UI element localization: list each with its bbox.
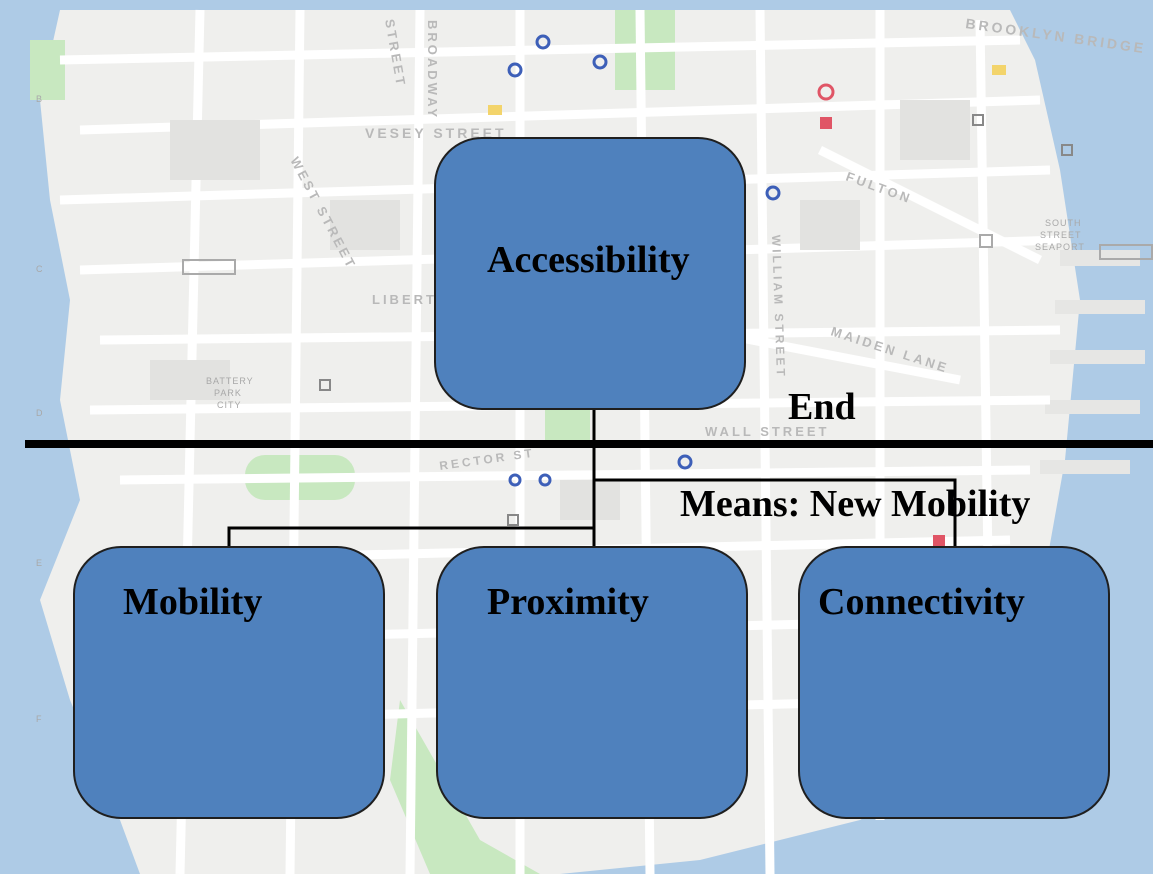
node-accessibility-label: Accessibility bbox=[487, 239, 690, 281]
grid-label-e: E bbox=[36, 558, 43, 568]
info-icon bbox=[979, 234, 993, 248]
map-label-vesey-street: VESEY STREET bbox=[365, 125, 507, 141]
map-markers bbox=[182, 34, 1153, 547]
subway-icon bbox=[538, 473, 552, 487]
connector-mobility bbox=[227, 526, 594, 548]
piers bbox=[1040, 250, 1145, 474]
grid-label-b: B bbox=[36, 94, 43, 104]
subway-icon bbox=[508, 473, 522, 487]
node-proximity bbox=[436, 546, 748, 819]
subway-icon bbox=[535, 34, 551, 50]
subway-icon bbox=[592, 54, 608, 70]
map-label-broadway: BROADWAY bbox=[425, 20, 440, 120]
map-label-wall-street: WALL STREET bbox=[705, 424, 829, 439]
museum-icon bbox=[182, 259, 236, 275]
hospital-icon bbox=[817, 83, 835, 101]
node-connectivity bbox=[798, 546, 1110, 819]
end-label: End bbox=[788, 386, 856, 428]
map-label-william-street: WILLIAM STREET bbox=[769, 235, 788, 379]
map-label-liberty: LIBERTY bbox=[372, 292, 449, 307]
hospital-icon bbox=[933, 535, 945, 547]
mail-icon bbox=[488, 105, 502, 115]
hospital-icon bbox=[820, 117, 832, 129]
means-label: Means: New Mobility bbox=[680, 483, 1031, 525]
info-icon bbox=[1061, 144, 1073, 156]
grid-label-f: F bbox=[36, 714, 43, 724]
subway-icon bbox=[765, 185, 781, 201]
node-mobility-label: Mobility bbox=[123, 581, 263, 623]
info-icon bbox=[507, 514, 519, 526]
node-proximity-label: Proximity bbox=[487, 581, 649, 623]
grid-label-c: C bbox=[36, 264, 44, 274]
subway-icon bbox=[677, 454, 693, 470]
info-icon bbox=[972, 114, 984, 126]
mail-icon bbox=[992, 65, 1006, 75]
museum-icon bbox=[1099, 244, 1153, 260]
node-mobility bbox=[73, 546, 385, 819]
node-accessibility bbox=[434, 137, 746, 410]
subway-icon bbox=[507, 62, 523, 78]
info-icon bbox=[319, 379, 331, 391]
grid-label-d: D bbox=[36, 408, 44, 418]
connector-connectivity bbox=[594, 478, 957, 548]
node-connectivity-label: Connectivity bbox=[818, 581, 1025, 623]
